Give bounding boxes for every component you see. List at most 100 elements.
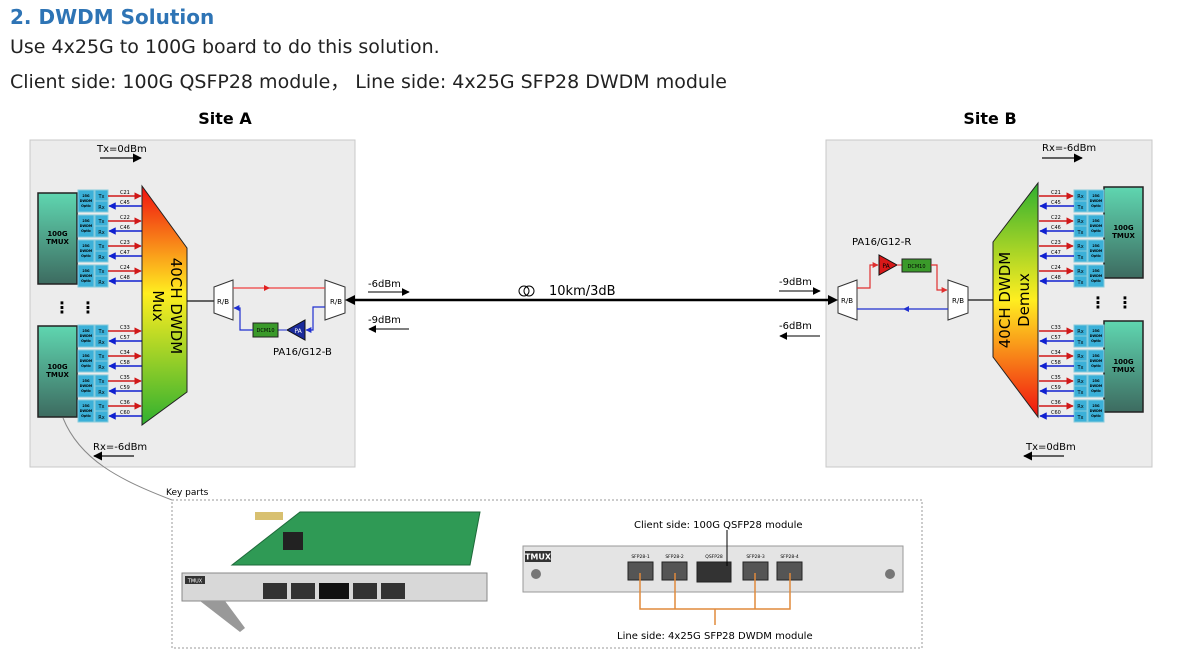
optic-label: 25G — [82, 404, 90, 408]
optic-label: 25G — [1092, 354, 1100, 358]
channel-label: C58 — [1051, 360, 1061, 366]
tmux-label: 100G — [47, 230, 68, 238]
port-label: Tx — [97, 219, 104, 225]
optic-label: Optic — [81, 414, 91, 418]
channel-label: C34 — [120, 350, 130, 356]
pre-amplifier-b — [878, 254, 899, 276]
optic-module — [1087, 264, 1105, 288]
port-name: SFP28-3 — [746, 554, 765, 560]
site-a-launch-power: -6dBm — [368, 279, 401, 290]
site-a-tx-power: Tx=0dBm — [96, 144, 147, 155]
dcm-label: DCM10 — [256, 328, 274, 334]
optic-label: 25G — [82, 354, 90, 358]
demux — [992, 181, 1039, 419]
channel-label: C57 — [1051, 335, 1061, 341]
optic-module — [77, 399, 95, 423]
optic-module — [1087, 374, 1105, 398]
optic-label: DWDM — [80, 359, 92, 363]
port-label: Tx — [1076, 415, 1083, 421]
mux-label-2: Mux — [149, 290, 167, 321]
rb-label: R/B — [952, 297, 964, 305]
optic-module — [77, 214, 95, 238]
port-bottom — [94, 225, 109, 238]
optic-label: Optic — [81, 279, 91, 283]
optic-module — [77, 349, 95, 373]
site-b-launch-power: -6dBm — [779, 321, 812, 332]
port-label: Tx — [1076, 255, 1083, 261]
port-label: Tx — [1076, 280, 1083, 286]
port-label: Rx — [1077, 379, 1083, 385]
optic-label: DWDM — [80, 249, 92, 253]
tmux-label: 100G — [1113, 358, 1134, 366]
channel-label: C48 — [1051, 275, 1061, 281]
channel-label: C47 — [120, 250, 130, 256]
ellipsis-dots: ⋮ — [54, 298, 70, 317]
optic-label: 25G — [82, 329, 90, 333]
site-b-rx-power: Rx=-6dBm — [1042, 143, 1096, 154]
channel-label: C48 — [120, 275, 130, 281]
port-label: Rx — [98, 415, 104, 421]
channel-label: C24 — [1051, 265, 1061, 271]
optic-label: DWDM — [1090, 334, 1102, 338]
tmux-label: TMUX — [1112, 232, 1135, 240]
ellipsis-dots: ⋮ — [80, 298, 96, 317]
port-name: SFP28-1 — [631, 554, 650, 560]
port-label: Tx — [1076, 340, 1083, 346]
channel-label: C35 — [1051, 375, 1061, 381]
tmux-label: 100G — [1113, 224, 1134, 232]
optic-label: Optic — [81, 254, 91, 258]
optic-label: Optic — [1091, 414, 1101, 418]
port-label: Tx — [1076, 390, 1083, 396]
optic-label: Optic — [1091, 204, 1101, 208]
pre-amplifier-a — [285, 319, 306, 341]
port-label: Tx — [1076, 205, 1083, 211]
tmux-label: TMUX — [1112, 366, 1135, 374]
port-label: Tx — [97, 269, 104, 275]
optic-module — [1087, 214, 1105, 238]
port-label: Rx — [98, 280, 104, 286]
fiber-link: 10km/3dB -6dBm -9dBm -9dBm -6dBm — [345, 277, 838, 340]
optic-label: Optic — [81, 229, 91, 233]
channel-label: C45 — [1051, 200, 1061, 206]
channel-label: C45 — [120, 200, 130, 206]
optic-module — [1087, 349, 1105, 373]
sides-text: Client side: 100G QSFP28 module， Line si… — [10, 71, 727, 93]
tmux-label: TMUX — [46, 371, 69, 379]
amp-label-a: PA16/G12-B — [273, 347, 332, 358]
channel-label: C57 — [120, 335, 130, 341]
port-bottom — [94, 200, 109, 213]
optic-label: DWDM — [1090, 249, 1102, 253]
optic-label: 25G — [82, 244, 90, 248]
tmux-label: 100G — [47, 363, 68, 371]
port-label: Rx — [1077, 269, 1083, 275]
optic-module — [77, 324, 95, 348]
pa-label: PA — [882, 263, 890, 270]
port-label: Tx — [97, 404, 104, 410]
port-label: Rx — [98, 255, 104, 261]
port-label: Rx — [1077, 354, 1083, 360]
optic-label: DWDM — [80, 224, 92, 228]
amp-label-b: PA16/G12-R — [852, 237, 911, 248]
port-bottom — [94, 385, 109, 398]
optic-label: DWDM — [80, 384, 92, 388]
mux — [141, 184, 188, 426]
port-label: Rx — [98, 205, 104, 211]
optic-module — [1087, 239, 1105, 263]
fiber-coil-icon — [518, 285, 535, 297]
mux-label-1: 40CH DWDM — [167, 258, 185, 354]
port-label: Rx — [1077, 219, 1083, 225]
demux-label-2: Demux — [1015, 273, 1033, 327]
line-side-label: Line side: 4x25G SFP28 DWDM module — [617, 631, 813, 642]
optic-module — [77, 239, 95, 263]
port-bottom — [94, 275, 109, 288]
rb-filter-b2 — [947, 279, 969, 321]
optic-module — [77, 374, 95, 398]
optic-label: DWDM — [1090, 384, 1102, 388]
fiber-spec: 10km/3dB — [549, 284, 616, 299]
pa-label: PA — [294, 328, 302, 335]
channel-label: C58 — [120, 360, 130, 366]
channel-label: C22 — [1051, 215, 1061, 221]
